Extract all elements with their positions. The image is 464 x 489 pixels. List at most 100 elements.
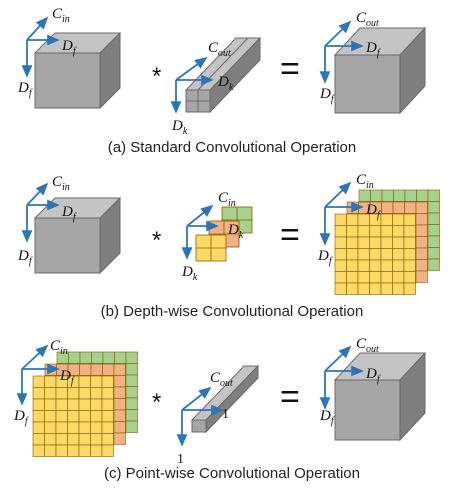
- grid-cell: [90, 421, 103, 434]
- grid-cell: [369, 236, 382, 249]
- grid-cell: [415, 270, 428, 283]
- axes-b-kernel: [181, 204, 219, 260]
- grid-cell: [102, 351, 115, 364]
- label-cout: Cout: [356, 336, 379, 355]
- grid-cell: [427, 212, 440, 225]
- grid-cell: [392, 271, 405, 284]
- grid-cell: [358, 189, 371, 202]
- panel-pointwise: Cin Df Df * Cout 1 1 = Cout Df: [13, 336, 427, 482]
- axes-a-output: [319, 20, 364, 84]
- grid-cell: [346, 282, 359, 295]
- grid-cell: [101, 410, 114, 423]
- grid-cell: [67, 410, 80, 423]
- grid-cell: [369, 282, 382, 295]
- label-df: Df: [61, 38, 77, 57]
- grid-cell: [113, 409, 126, 422]
- grid-cell: [404, 189, 417, 202]
- grid-cell: [55, 421, 68, 434]
- grid-cell: [44, 433, 57, 446]
- grid-cell: [67, 387, 80, 400]
- grid-cell: [369, 248, 382, 261]
- grid-cell: [334, 225, 347, 238]
- label-cin: Cin: [50, 338, 68, 357]
- grid-cell: [357, 248, 370, 261]
- grid-cell: [68, 351, 81, 364]
- grid-cell: [392, 236, 405, 249]
- grid-cell: [32, 410, 45, 423]
- equals-operator: =: [280, 378, 300, 416]
- grid-cell: [369, 271, 382, 284]
- grid-cell: [392, 213, 405, 226]
- grid-cell: [346, 236, 359, 249]
- grid-cell: [393, 189, 406, 202]
- grid-cell: [67, 444, 80, 457]
- grid-cell: [78, 410, 91, 423]
- grid-cell: [380, 236, 393, 249]
- grid-cell: [44, 444, 57, 457]
- grid-cell: [67, 398, 80, 411]
- grid-cell: [79, 363, 92, 376]
- grid-cell: [90, 375, 103, 388]
- grid-cell: [32, 375, 45, 388]
- equals-operator: =: [280, 50, 300, 88]
- grid-cell: [370, 189, 383, 202]
- grid-cell: [380, 271, 393, 284]
- grid-cell: [101, 444, 114, 457]
- grid-stack-b: [334, 189, 440, 295]
- label-one: 1: [177, 452, 184, 467]
- grid-cell: [55, 398, 68, 411]
- grid-cell: [113, 363, 126, 376]
- grid-cell: [369, 259, 382, 272]
- grid-cell: [403, 259, 416, 272]
- grid-cell: [125, 420, 138, 433]
- grid-cell: [392, 225, 405, 238]
- grid-cell: [427, 247, 440, 260]
- grid-cell: [415, 259, 428, 272]
- grid-cell: [427, 258, 440, 271]
- grid-cell: [114, 351, 127, 364]
- grid-cell: [381, 201, 394, 214]
- grid-cell: [32, 444, 45, 457]
- grid-cell: [392, 259, 405, 272]
- panel-standard: Cin Df Df * Cout Dk Dk =: [17, 6, 427, 156]
- grid-cell: [427, 189, 440, 202]
- axes-c-output: [319, 345, 364, 410]
- grid-cell: [113, 398, 126, 411]
- grid-cell: [392, 248, 405, 261]
- grid-cell: [67, 421, 80, 434]
- input-cube-a: [33, 31, 122, 110]
- grid-cell: [79, 351, 92, 364]
- grid-cell: [416, 189, 429, 202]
- axes-c-kernel: [176, 386, 224, 447]
- grid-cell: [113, 386, 126, 399]
- grid-cell: [55, 387, 68, 400]
- grid-cell: [55, 444, 68, 457]
- grid-cell: [125, 374, 138, 387]
- grid-cell: [125, 397, 138, 410]
- grid-cell: [334, 282, 347, 295]
- label-df: Df: [365, 202, 381, 221]
- grid-cell: [78, 433, 91, 446]
- grid-cell: [403, 225, 416, 238]
- label-df: Df: [59, 368, 75, 387]
- grid-cell: [334, 213, 347, 226]
- label-cin: Cin: [218, 190, 236, 209]
- grid-cell: [44, 398, 57, 411]
- kernel-yellow: [195, 234, 227, 262]
- grid-cell: [113, 432, 126, 445]
- label-cin: Cin: [52, 6, 70, 25]
- grid-cell: [369, 225, 382, 238]
- label-df: Df: [365, 366, 381, 385]
- grid-cell: [346, 271, 359, 284]
- multiply-operator: *: [152, 227, 161, 254]
- grid-cell: [90, 387, 103, 400]
- grid-cell: [381, 189, 394, 202]
- grid-cell: [392, 201, 405, 214]
- grid-cell: [380, 282, 393, 295]
- label-df: Df: [365, 40, 381, 59]
- grid-cell: [125, 363, 138, 376]
- label-dk: Dk: [171, 118, 188, 137]
- grid-cell: [78, 444, 91, 457]
- grid-cell: [415, 236, 428, 249]
